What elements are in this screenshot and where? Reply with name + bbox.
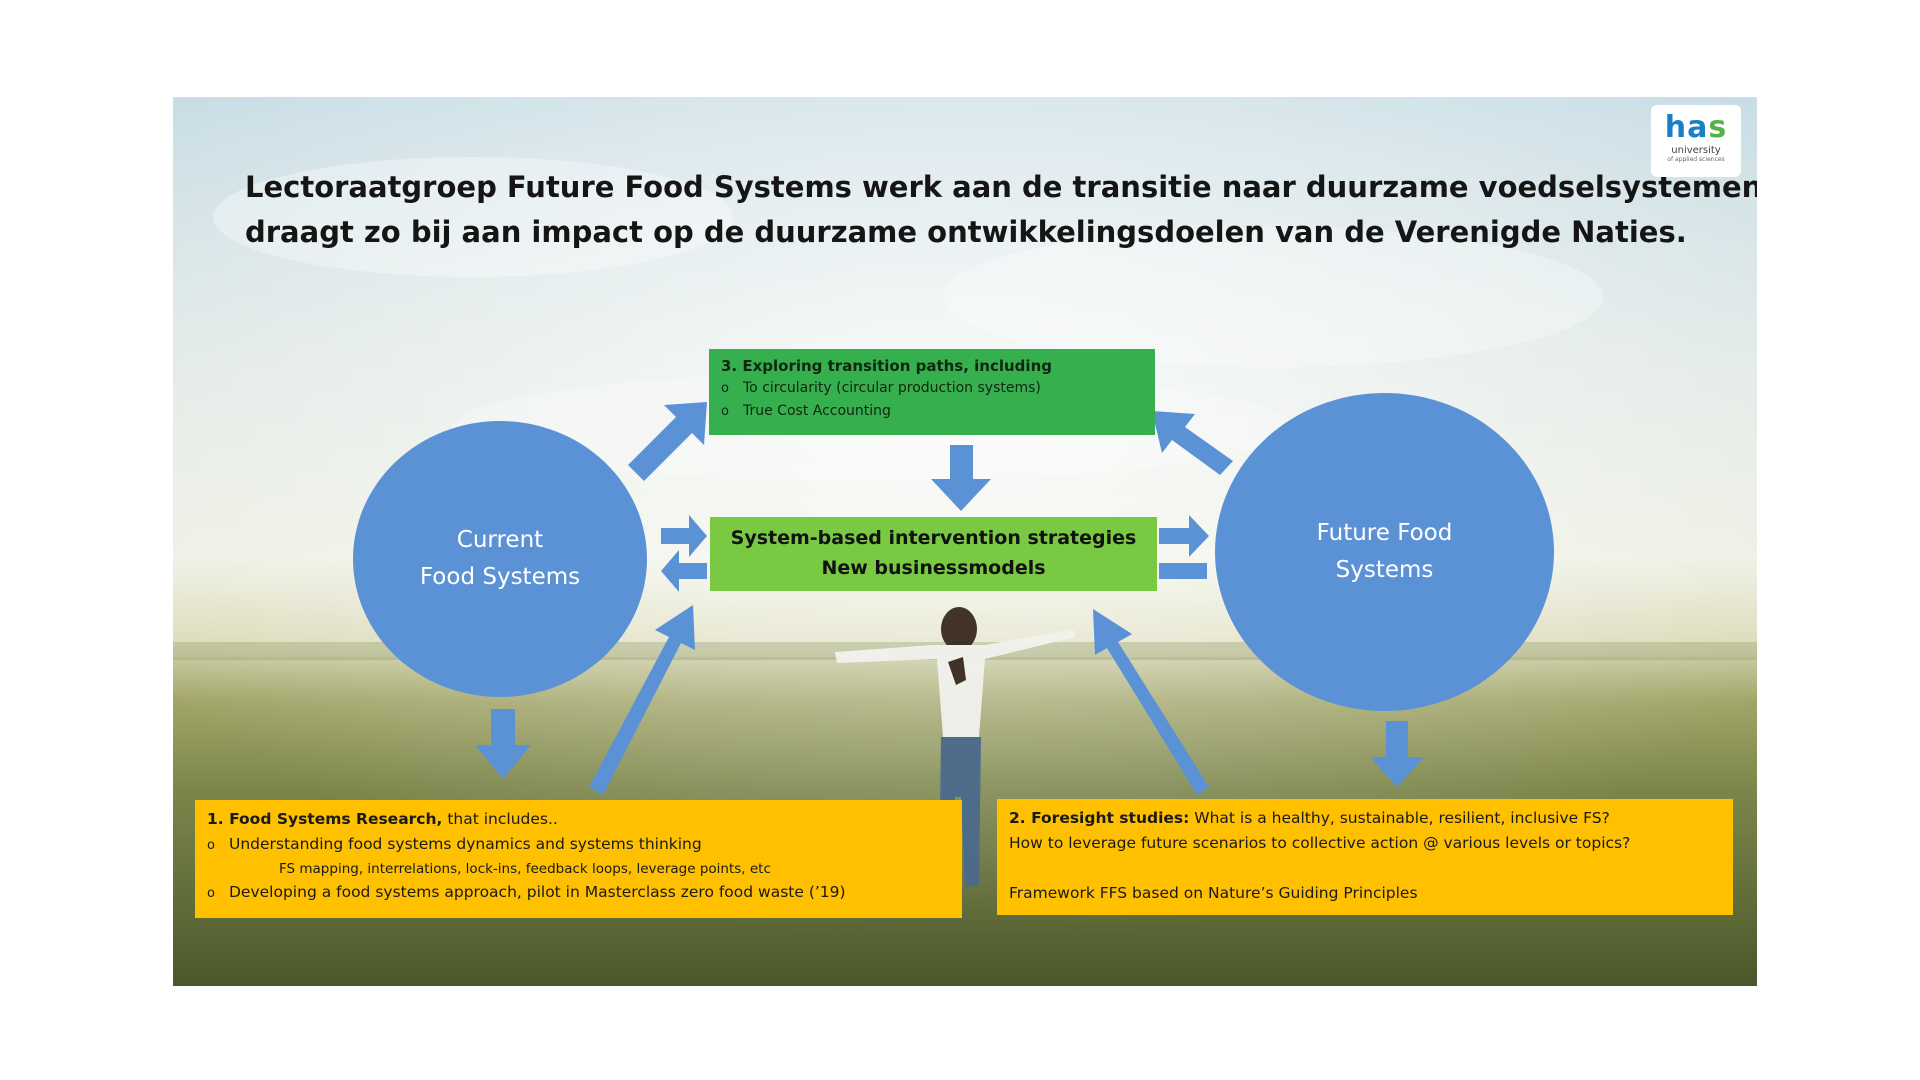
- current-circle-line-1: Current: [456, 527, 544, 553]
- logo-wordmark: has: [1664, 110, 1728, 145]
- future-circle-line-1: Future Food: [1316, 520, 1453, 546]
- current-circle-line-2: Food Systems: [419, 564, 581, 590]
- girl-figure: [835, 607, 1075, 887]
- arrow-right-from-current: [661, 515, 707, 557]
- exploring-transition-box: 3. Exploring transition paths, including…: [709, 349, 1155, 435]
- center-line-1: System-based intervention strategies: [730, 527, 1137, 549]
- slide: Lectoraatgroep Future Food Systems werk …: [173, 97, 1757, 986]
- explore-item-true-cost: True Cost Accounting: [721, 400, 1143, 423]
- foresight-heading: 2. Foresight studies:: [1009, 809, 1190, 827]
- arrow-up-left: [1152, 411, 1233, 475]
- foresight-line-2: How to leverage future scenarios to coll…: [1009, 834, 1631, 852]
- title-line-2: draagt zo bij aan impact op de duurzame …: [245, 215, 1687, 249]
- slide-title: Lectoraatgroep Future Food Systems werk …: [245, 165, 1757, 255]
- explore-item-circularity: To circularity (circular production syst…: [721, 377, 1143, 400]
- arrows-layer: [475, 402, 1424, 795]
- has-university-logo: has university of applied sciences: [1651, 105, 1741, 177]
- explore-heading: 3. Exploring transition paths, including: [721, 357, 1052, 375]
- research-heading-rest: that includes..: [442, 810, 558, 828]
- foresight-line-3: Framework FFS based on Nature’s Guiding …: [1009, 884, 1418, 902]
- future-circle-line-2: Systems: [1335, 557, 1434, 583]
- arrow-up-right: [628, 402, 707, 481]
- title-line-1: Lectoraatgroep Future Food Systems werk …: [245, 170, 1757, 204]
- foresight-studies-box: 2. Foresight studies: What is a healthy,…: [997, 799, 1733, 915]
- current-food-systems-circle: Current Food Systems: [353, 421, 647, 697]
- arrow-down-current: [475, 709, 531, 779]
- arrow-down-future: [1370, 721, 1424, 787]
- research-heading-row: 1. Food Systems Research, that includes.…: [207, 807, 950, 832]
- research-heading: 1. Food Systems Research,: [207, 810, 443, 828]
- research-item-2: Developing a food systems approach, pilo…: [207, 880, 950, 906]
- center-line-2: New businessmodels: [821, 557, 1046, 579]
- research-item-1: Understanding food systems dynamics and …: [207, 832, 950, 858]
- foresight-heading-rest: What is a healthy, sustainable, resilien…: [1189, 809, 1610, 827]
- intervention-strategies-box: System-based intervention strategies New…: [710, 517, 1157, 591]
- arrow-right-to-future: [1159, 515, 1209, 557]
- future-food-systems-circle: Future Food Systems: [1215, 393, 1554, 711]
- arrow-up-from-foresight: [1093, 609, 1209, 795]
- foresight-spacer: [1009, 856, 1721, 881]
- arrow-down-explore: [931, 445, 991, 511]
- research-item-1-sub: FS mapping, interrelations, lock-ins, fe…: [279, 861, 771, 877]
- arrow-left-to-current: [661, 550, 707, 592]
- logo-mark: has: [1651, 111, 1741, 145]
- logo-subtitle-small: of applied sciences: [1667, 156, 1725, 163]
- arrow-up-from-research: [589, 605, 695, 795]
- logo-subtitle: university: [1671, 145, 1721, 156]
- food-systems-research-box: 1. Food Systems Research, that includes.…: [195, 800, 962, 918]
- foresight-heading-row: 2. Foresight studies: What is a healthy,…: [1009, 806, 1721, 831]
- arrow-left-stub-future: [1159, 563, 1207, 579]
